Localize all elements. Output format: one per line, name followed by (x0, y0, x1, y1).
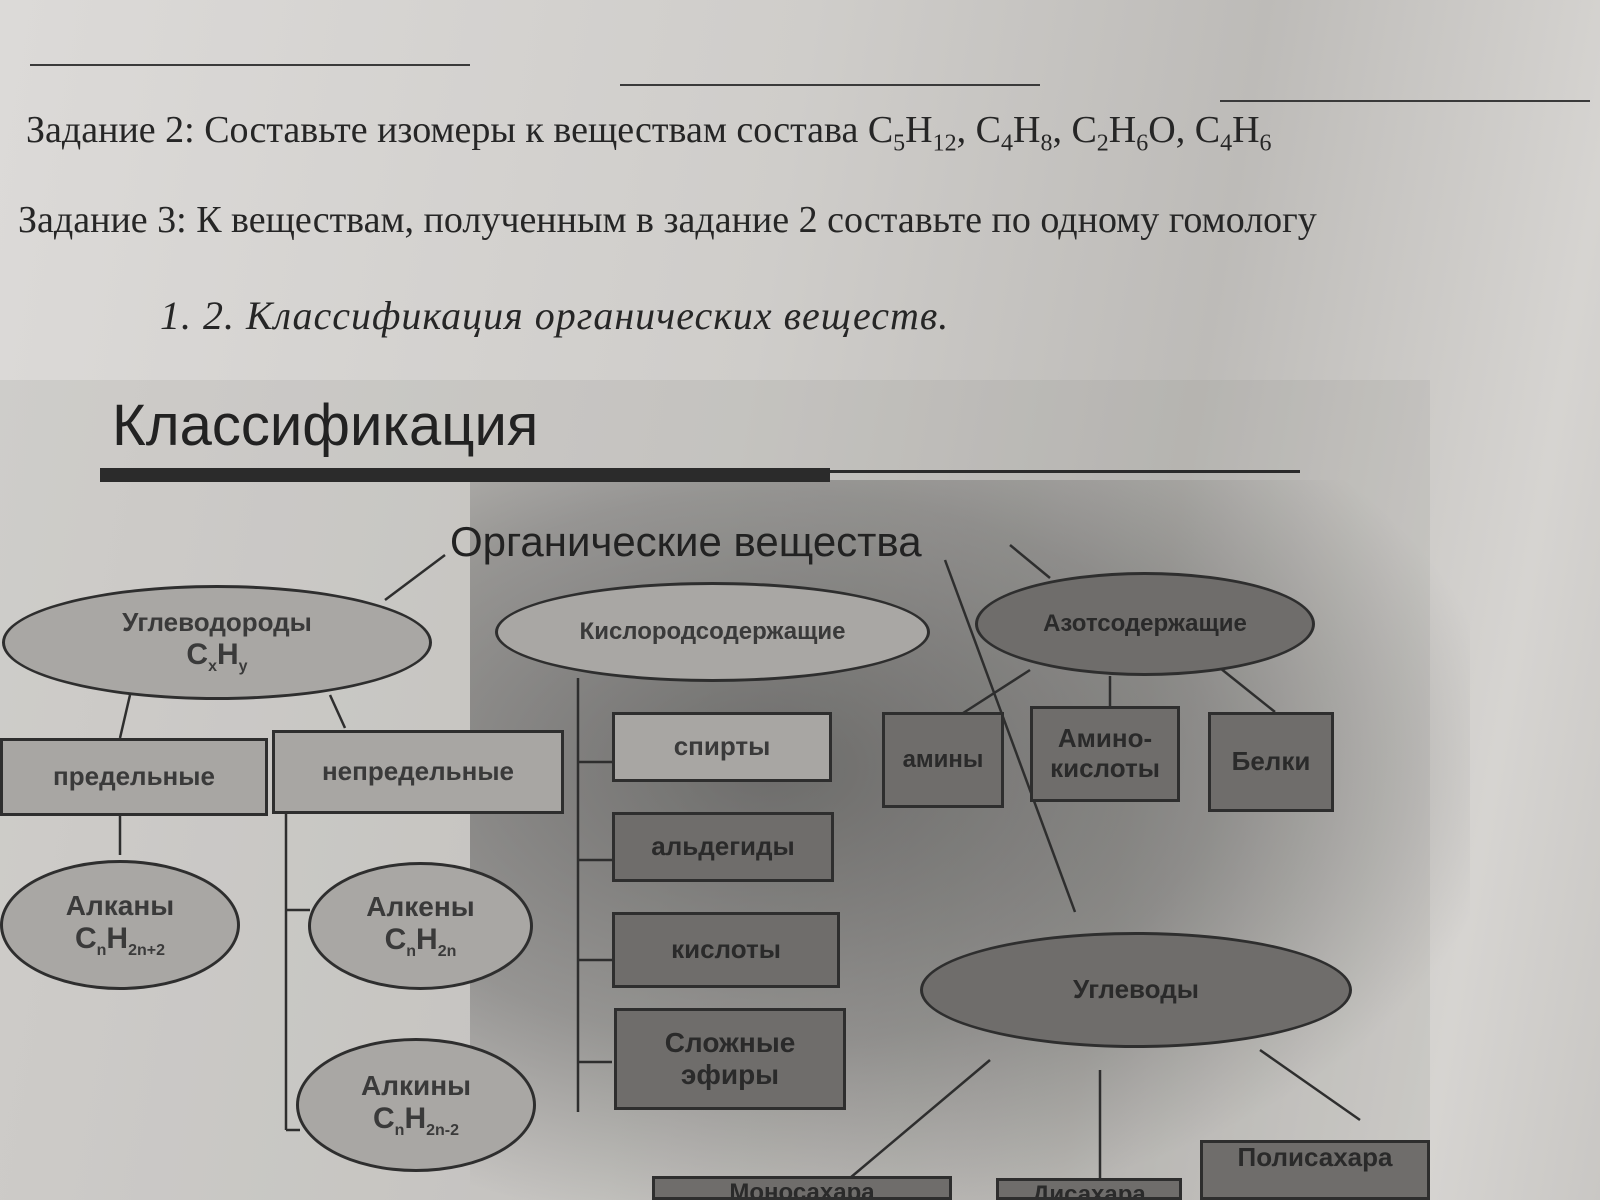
root-node: Органические вещества (450, 518, 922, 565)
blank-line (30, 64, 470, 66)
alkanes-oval: Алканы CnH2n+2 (0, 860, 240, 990)
section-heading: 1. 2. Классификация органических веществ… (160, 293, 950, 338)
formula-3: C2H6O (1071, 109, 1176, 157)
task-2: Задание 2: Составьте изомеры к веществам… (26, 109, 1272, 157)
carbohydrates-oval: Углеводы (920, 932, 1352, 1048)
polysaccharides-box: Полисахара (1200, 1140, 1430, 1200)
alkanes-formula: CnH2n+2 (74, 921, 166, 959)
proteins-box: Белки (1208, 712, 1334, 812)
saturated-box: предельные (0, 738, 268, 816)
alcohols-box: спирты (612, 712, 832, 782)
formula-4: C4H6 (1194, 109, 1272, 157)
alkenes-formula: CnH2n (384, 922, 457, 960)
title-bar (100, 468, 830, 482)
blank-line (620, 84, 1040, 86)
hydrocarbons-oval: Углеводороды CxHy (2, 585, 432, 700)
unsaturated-box: непредельные (272, 730, 564, 814)
task-2-prefix: Задание 2: Составьте изомеры к веществам… (26, 109, 868, 151)
aldehydes-box: альдегиды (612, 812, 834, 882)
task-3: Задание 3: К веществам, полученным в зад… (18, 199, 1317, 241)
formula-2: C4H8 (975, 109, 1053, 157)
title-bar-thin (830, 470, 1300, 473)
amino-acids-box: Амино- кислоты (1030, 706, 1180, 802)
alkynes-formula: CnH2n-2 (372, 1101, 460, 1139)
disaccharides-box: Дисахара (996, 1178, 1182, 1200)
esters-box: Сложные эфиры (614, 1008, 846, 1110)
acids-box: кислоты (612, 912, 840, 988)
hydrocarbons-formula: CxHy (186, 638, 248, 676)
figure-title: Классификация (112, 393, 539, 458)
formula-1: C5H12 (867, 109, 957, 157)
nitrogen-containing-oval: Азотсодержащие (975, 572, 1315, 676)
blank-line (1220, 100, 1590, 102)
alkynes-oval: Алкины CnH2n-2 (296, 1038, 536, 1172)
oxygen-containing-oval: Кислородсодержащие (495, 582, 930, 682)
alkenes-oval: Алкены CnH2n (308, 862, 533, 990)
amines-box: амины (882, 712, 1004, 808)
monosaccharides-box: Моносахара (652, 1176, 952, 1200)
